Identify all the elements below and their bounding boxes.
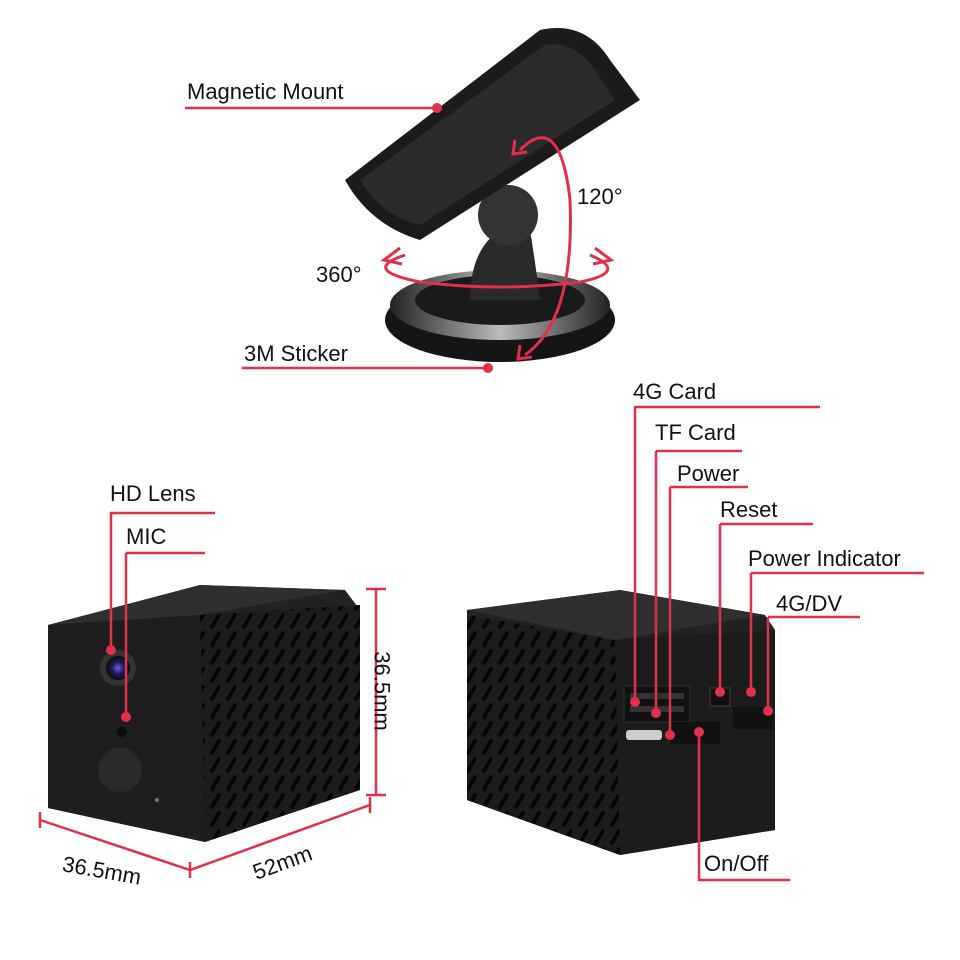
hd-lens-label: HD Lens [110, 481, 196, 506]
callout-dots [106, 103, 773, 740]
back-camera-illustration [467, 590, 775, 855]
callout-lines [38, 106, 924, 882]
magnetic-mount-illustration [345, 28, 640, 362]
tf-card-label: TF Card [655, 420, 736, 445]
on-off-label: On/Off [704, 851, 769, 876]
4g-card-label: 4G Card [633, 379, 717, 404]
magnetic-mount-label: Magnetic Mount [187, 79, 344, 104]
rotate-angle-label: 360° [316, 262, 362, 287]
mic-label: MIC [126, 524, 167, 549]
tilt-angle-label: 120° [577, 184, 623, 209]
power-indicator-label: Power Indicator [748, 546, 901, 571]
4g-dv-label: 4G/DV [776, 591, 843, 616]
power-label: Power [677, 461, 740, 486]
reset-label: Reset [720, 497, 778, 522]
height-dimension-label: 36.5mm [369, 651, 395, 731]
rotation-arrows [380, 136, 615, 361]
front-camera-illustration [48, 585, 360, 842]
3m-sticker-label: 3M Sticker [244, 341, 348, 366]
